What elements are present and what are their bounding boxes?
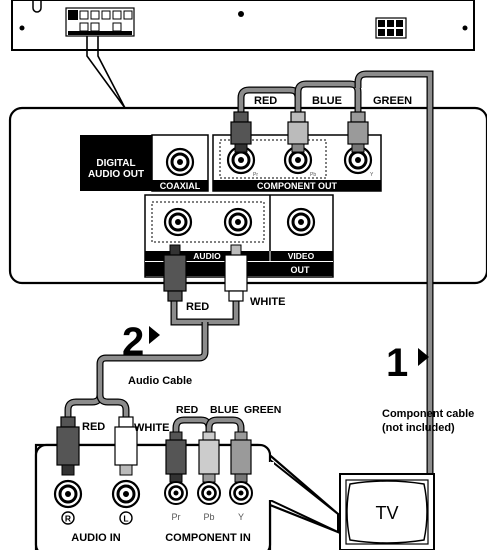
coaxial-label: COAXIAL: [160, 181, 201, 191]
top-blue-label: BLUE: [312, 95, 342, 107]
step-2-marker: 2: [122, 320, 160, 364]
component-cable-label-2: (not included): [382, 422, 455, 434]
step-2-number: 2: [122, 320, 144, 364]
plug-green-top: [347, 111, 369, 153]
plug-white-tv-audio: [114, 416, 138, 476]
out-label: OUT: [291, 265, 311, 275]
tv-component-y-jack: [228, 480, 254, 506]
mark-pr: Pr: [253, 172, 258, 178]
player-rear-strip: [11, 0, 475, 51]
tv-label: TV: [375, 503, 398, 523]
component-out-label: COMPONENT OUT: [257, 181, 338, 191]
plug-white-audio-player: [224, 244, 248, 302]
mark-pb: Pb: [310, 172, 316, 178]
tv-audio-red-label: RED: [82, 421, 105, 433]
digital-label-2: AUDIO OUT: [88, 169, 144, 180]
plug-blue-tv-component: [198, 431, 220, 483]
audio-white-label: WHITE: [250, 296, 285, 308]
tv-jack-y-label: Y: [238, 512, 244, 522]
plug-red-tv-component: [165, 431, 187, 483]
component-in-label: COMPONENT IN: [165, 532, 251, 544]
top-green-label: GREEN: [373, 95, 412, 107]
component-cable-bottom: RED BLUE GREEN: [172, 404, 281, 436]
tv-component-pb-jack: [196, 480, 222, 506]
audio-cable: RED WHITE Audio Cable: [64, 244, 285, 420]
plug-red-tv-audio: [56, 416, 80, 476]
bottom-red-label: RED: [176, 404, 199, 416]
tv-jack-pb-label: Pb: [203, 512, 214, 522]
tv-set: TV: [339, 473, 435, 550]
step-1-arrow-icon: [418, 348, 429, 366]
plug-blue-top: [287, 111, 309, 153]
audio-red-label: RED: [186, 301, 209, 313]
plug-red-audio-player: [163, 244, 187, 302]
component-cable-label-1: Component cable: [382, 408, 474, 420]
coaxial-jack: [165, 147, 195, 177]
audio-out-r-jack: [163, 207, 193, 237]
plug-green-tv-component: [230, 431, 252, 483]
digital-label-1: DIGITAL: [96, 158, 135, 169]
step-2-arrow-icon: [149, 326, 160, 344]
audio-in-label: AUDIO IN: [71, 532, 121, 544]
bottom-blue-label: BLUE: [210, 404, 239, 416]
tv-jack-pr-label: Pr: [172, 512, 181, 522]
tv-component-pr-jack: [163, 480, 189, 506]
zoom-callout: [86, 36, 126, 109]
tv-jack-r-label: R: [65, 514, 71, 524]
top-red-label: RED: [254, 95, 277, 107]
tv-audio-white-label: WHITE: [134, 422, 169, 434]
plug-red-top: [230, 111, 252, 153]
audio-out-l-jack: [223, 207, 253, 237]
audio-label: AUDIO: [193, 251, 221, 261]
bottom-green-label: GREEN: [244, 404, 281, 416]
tv-jack-l-label: L: [123, 514, 128, 524]
video-out-jack: [286, 207, 316, 237]
tv-audio-r-jack: [53, 479, 83, 509]
tv-audio-l-jack: [111, 479, 141, 509]
step-1-number: 1: [386, 341, 408, 385]
step-1-marker: 1: [386, 341, 429, 385]
audio-cable-label: Audio Cable: [128, 375, 192, 387]
mark-y: Y: [370, 172, 374, 178]
tv-input-panel: RED WHITE R L Pr Pb Y AUDIO I: [34, 416, 340, 550]
video-label: VIDEO: [288, 251, 315, 261]
